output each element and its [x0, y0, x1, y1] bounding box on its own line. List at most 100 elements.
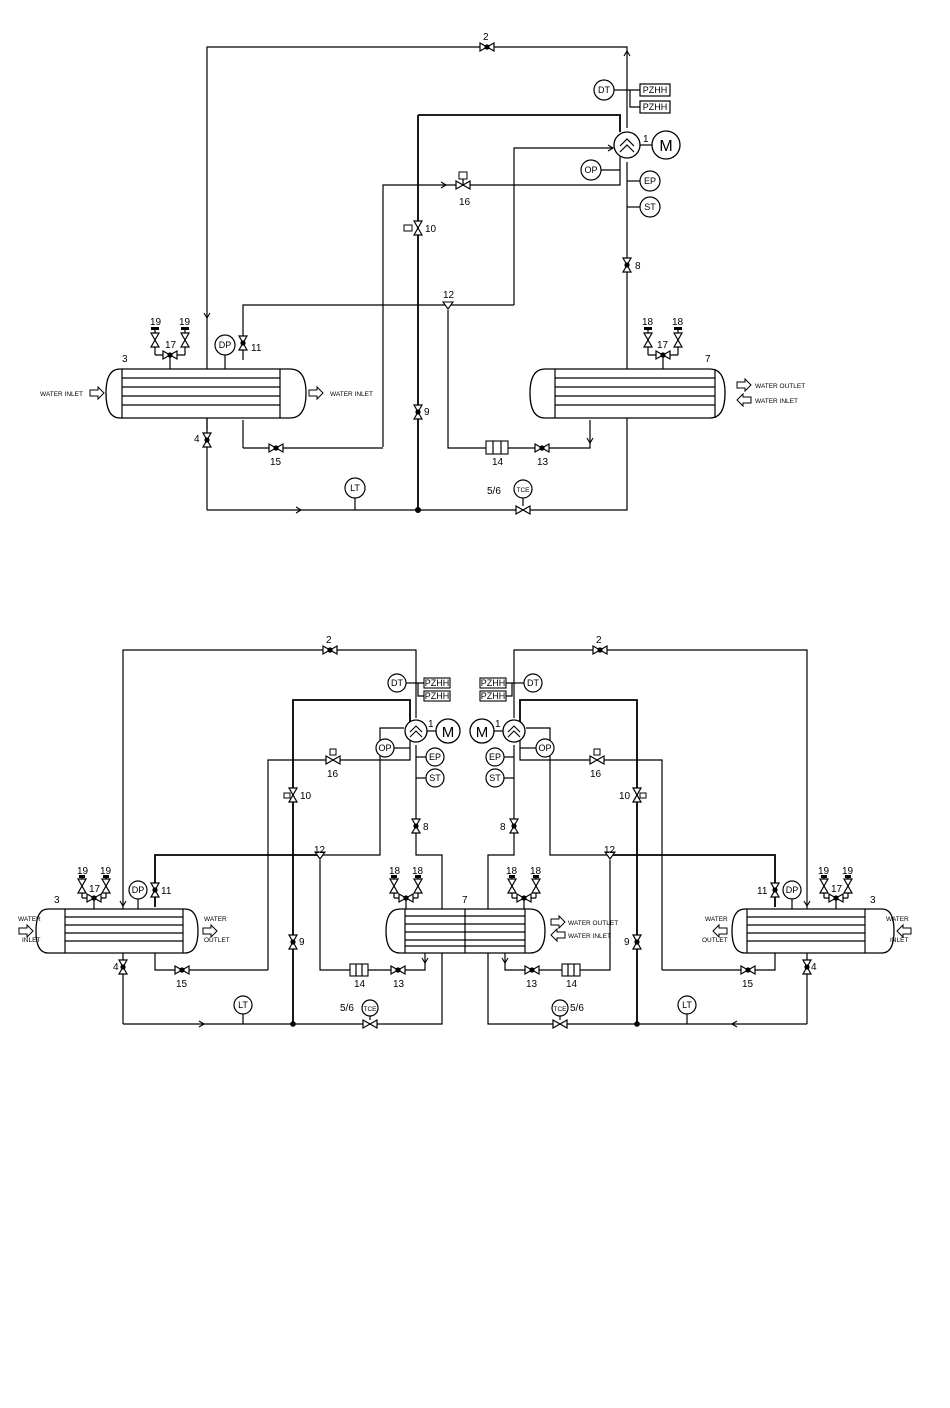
svg-text:LT: LT — [350, 483, 360, 493]
svg-text:ST: ST — [429, 773, 441, 783]
svg-text:LT: LT — [238, 1000, 248, 1010]
label: 12 — [604, 845, 616, 856]
svg-text:ST: ST — [644, 202, 656, 212]
label: 19 — [150, 317, 162, 328]
top-valve-4 — [202, 432, 212, 448]
top-instrument-pzhh-2: PZHH — [639, 100, 671, 114]
water-arrow-icon — [18, 924, 34, 938]
svg-text:LT: LT — [682, 1000, 692, 1010]
instrument-ep: EP — [425, 747, 445, 767]
pump-1 — [404, 719, 436, 743]
svg-text:DP: DP — [132, 885, 145, 895]
bottom-left-system: WATER INLET WATER OUTLET — [18, 635, 461, 1029]
valve-4 — [118, 959, 128, 975]
label: 15 — [742, 979, 754, 990]
svg-text:PZHH: PZHH — [481, 678, 506, 688]
valve-11 — [150, 882, 160, 898]
valve-5-6 — [362, 1019, 378, 1029]
label: 16 — [590, 769, 602, 780]
top-instrument-dt: DT — [593, 79, 615, 101]
svg-text:PZHH: PZHH — [481, 691, 506, 701]
svg-text:M: M — [476, 724, 489, 741]
actuator — [329, 748, 337, 756]
svg-text:EP: EP — [429, 752, 441, 762]
label: 18 — [642, 317, 654, 328]
top-water-left-out: WATER INLET — [330, 391, 373, 398]
svg-text:OP: OP — [538, 743, 551, 753]
instrument-op: OP — [535, 738, 555, 758]
valve-4 — [802, 959, 812, 975]
bottom-right-system: WATER INLET WATER OUTLET — [469, 635, 912, 1029]
label: 11 — [251, 343, 262, 354]
label: 5/6 — [570, 1003, 584, 1014]
valve-5-6 — [552, 1019, 568, 1029]
label: 18 — [672, 317, 684, 328]
water-arrow-icon — [308, 386, 324, 400]
instrument-dt: DT — [523, 673, 543, 693]
label: 18 — [506, 866, 518, 877]
label: 18 — [389, 866, 401, 877]
actuator — [593, 748, 601, 756]
svg-text:TCE: TCE — [517, 487, 531, 494]
label: 14 — [566, 979, 578, 990]
svg-text:DT: DT — [391, 678, 403, 688]
top-valve-9 — [413, 404, 423, 420]
valve-17-group — [819, 875, 853, 903]
water-arrow-icon — [736, 378, 752, 392]
top-diagram: M DT PZHH PZHH OP EP ST DP LT TCE WATER … — [40, 32, 805, 515]
strainer-14 — [349, 963, 369, 977]
svg-text:DP: DP — [786, 885, 799, 895]
top-strainer-14 — [485, 440, 509, 455]
valve-15 — [740, 965, 756, 975]
valve-16 — [325, 755, 341, 765]
actuator — [639, 792, 647, 799]
valve-15 — [174, 965, 190, 975]
valve-18-group — [389, 875, 423, 909]
valve-2 — [592, 645, 608, 655]
valve-18-group — [507, 875, 541, 909]
svg-text:ST: ST — [489, 773, 501, 783]
water-arrow-icon — [550, 915, 566, 929]
junction-dot-icon — [634, 1021, 640, 1027]
label: 10 — [619, 791, 631, 802]
svg-text:PZHH: PZHH — [643, 102, 668, 112]
top-valve-10 — [413, 220, 423, 236]
label: 8 — [635, 261, 641, 272]
label: 7 — [705, 354, 711, 365]
instrument-dp: DP — [782, 880, 802, 900]
label: 14 — [354, 979, 366, 990]
label: 10 — [425, 224, 437, 235]
top-valve-2 — [479, 42, 495, 52]
pump-1 — [494, 719, 526, 743]
label: 12 — [443, 290, 455, 301]
water-label: WATER — [705, 916, 728, 923]
label: 19 — [100, 866, 112, 877]
valve-13 — [390, 965, 406, 975]
label: 16 — [327, 769, 339, 780]
top-valve-13 — [534, 443, 550, 453]
valve-9 — [632, 934, 642, 950]
top-valve-17-group-right — [643, 327, 683, 360]
svg-text:M: M — [659, 138, 672, 155]
instrument-tce: TCE — [361, 999, 379, 1017]
top-instrument-st: ST — [639, 196, 661, 218]
label: 3 — [122, 354, 128, 365]
top-instrument-tce: TCE — [513, 479, 533, 499]
label: 15 — [270, 457, 282, 468]
label: 7 — [462, 895, 468, 906]
instrument-op: OP — [375, 738, 395, 758]
instrument-pzhh-2: PZHH — [423, 690, 451, 702]
water-label: OUTLET — [702, 937, 728, 944]
label: 17 — [89, 884, 101, 895]
water-label: WATER — [886, 916, 909, 923]
label: 1 — [428, 719, 434, 730]
label: 17 — [831, 884, 843, 895]
label: 19 — [818, 866, 830, 877]
instrument-st: ST — [485, 768, 505, 788]
top-valve-5-6 — [515, 505, 531, 515]
water-label: INLET — [890, 937, 908, 944]
top-water-right-in: WATER INLET — [755, 398, 798, 405]
instrument-dt: DT — [387, 673, 407, 693]
top-piping — [206, 46, 640, 511]
top-valve-10-actuator — [403, 224, 413, 232]
